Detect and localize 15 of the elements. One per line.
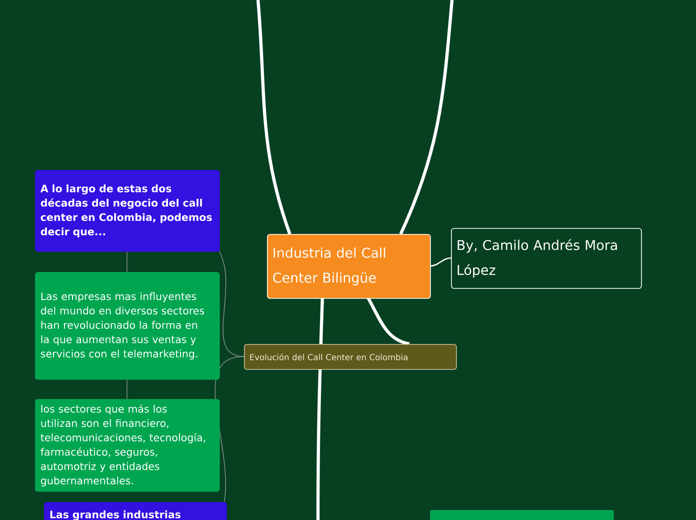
branch-line — [430, 257, 452, 267]
branch-line — [126, 250, 128, 272]
branch-line — [256, 0, 292, 235]
text-box: Las empresas mas influyentes del mundo en diversos sectores han revolucionado la forma en la que aumentan sus ventas y servicios con el telemarketing. — [35, 272, 220, 380]
branch-line — [399, 0, 454, 235]
subtopic-box: Evolución del Call Center en Colombia — [244, 344, 457, 370]
author-box: By, Camilo Andrés Mora López — [451, 228, 642, 289]
heading-box: Las grandes industrias — [44, 502, 227, 520]
branch-line — [126, 378, 128, 400]
text-box — [430, 510, 614, 520]
topic-box: Industria del Call Center Bilingüe — [267, 234, 431, 299]
branch-line — [366, 297, 410, 346]
heading-box: A lo largo de estas dos décadas del negocio del call center en Colombia, podemos decir que... — [35, 170, 220, 252]
branch-line — [316, 298, 324, 520]
text-box: los sectores que más los utilizan son el financiero, telecomunicaciones, tecnología, farmacéutico, seguros, automotriz y entidades gubernamentales. — [35, 399, 220, 492]
